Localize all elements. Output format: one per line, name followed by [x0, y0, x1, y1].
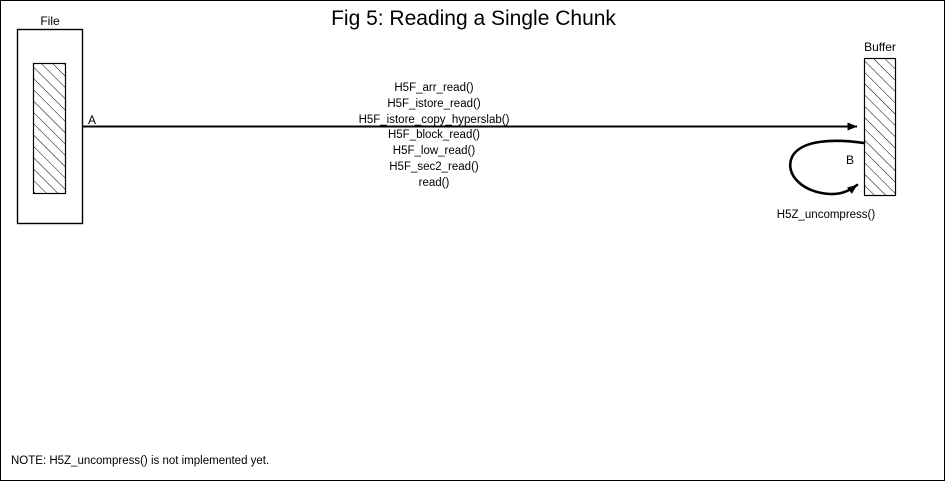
page-title: Fig 5: Reading a Single Chunk — [331, 7, 616, 30]
call-stack-list: H5F_arr_read() H5F_istore_read() H5F_ist… — [334, 81, 534, 192]
file-node-chunk — [32, 62, 67, 195]
edge-marker-b: B — [846, 153, 855, 167]
buffer-node-label: Buffer — [864, 40, 896, 54]
buffer-node-box — [863, 57, 897, 197]
file-node-label: File — [40, 14, 60, 28]
call-stack-item: H5F_istore_copy_hyperslab() — [358, 113, 510, 126]
call-stack-item: H5F_low_read() — [392, 145, 476, 158]
call-stack-item: H5F_arr_read() — [394, 82, 474, 94]
footer-note: NOTE: H5Z_uncompress() is not implemente… — [11, 455, 270, 467]
loop-caption: H5Z_uncompress() — [776, 209, 876, 221]
call-stack-item: H5F_istore_read() — [387, 97, 481, 110]
call-stack-item: read() — [418, 176, 450, 189]
call-stack-item: H5F_block_read() — [387, 129, 481, 142]
edge-buffer-self-loop — [789, 139, 866, 196]
edge-marker-a: A — [88, 113, 97, 127]
call-stack-item: H5F_sec2_read() — [389, 160, 479, 173]
